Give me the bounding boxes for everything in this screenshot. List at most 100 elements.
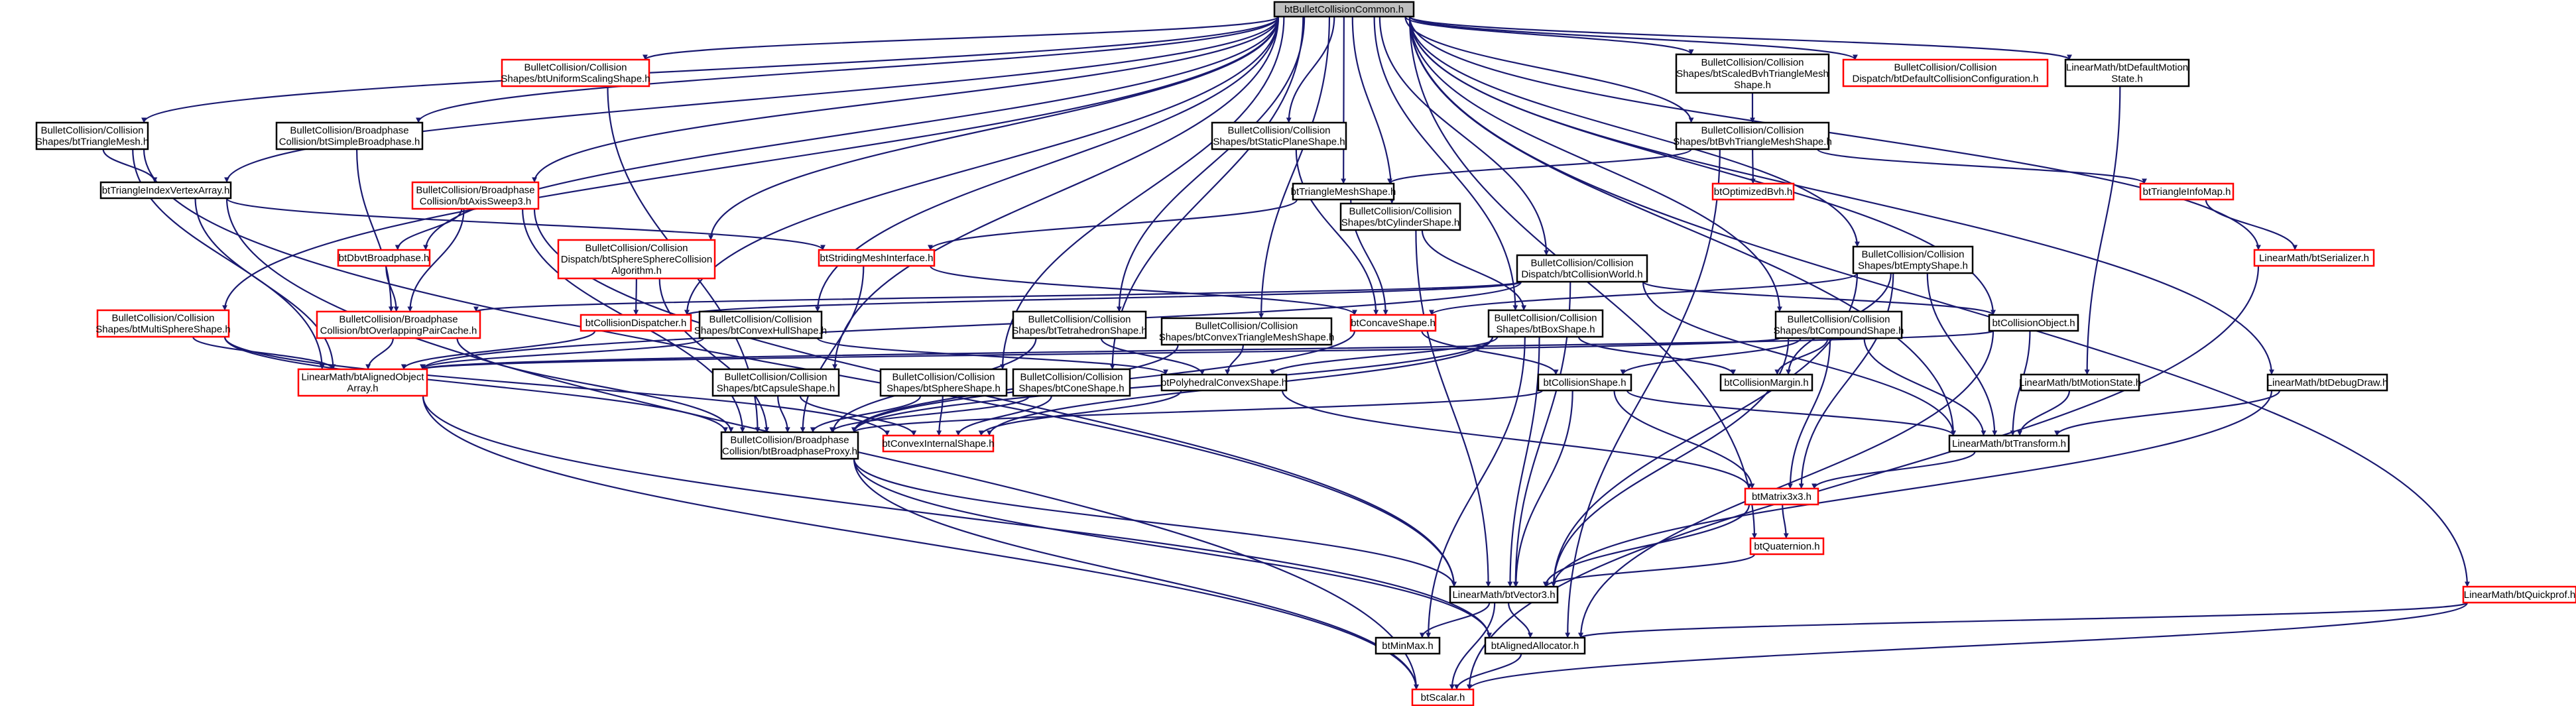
node-box-collmargin	[1719, 373, 1813, 392]
node-label-bvhtrimesh: BulletCollision/Collision	[1701, 125, 1804, 137]
node-dbvtbp: btDbvtBroadphase.h	[337, 249, 431, 267]
node-label-transform: LinearMath/btTransform.h	[1952, 438, 2066, 449]
node-box-coneshape	[1012, 368, 1131, 397]
edge-convexhull-to-polyconvex	[816, 337, 1168, 376]
node-label-motionstate: LinearMath/btMotionState.h	[2019, 377, 2141, 388]
node-box-collworld	[1516, 254, 1648, 283]
node-label-multisphere: BulletCollision/Collision	[111, 313, 214, 324]
node-box-collshape	[1537, 373, 1632, 392]
node-label-polyconvex: btPolyhedralConvexShape.h	[1161, 377, 1287, 388]
node-box-colldispatcher	[580, 314, 692, 332]
node-transform[interactable]: LinearMath/btTransform.h	[1948, 434, 2070, 453]
node-collshape[interactable]: btCollisionShape.h	[1537, 373, 1632, 392]
node-label-alignedalloc: btAlignedAllocator.h	[1491, 640, 1579, 652]
node-axissweep: BulletCollision/BroadphaseCollision/btAx…	[411, 181, 540, 210]
node-box-quaternion	[1749, 537, 1825, 556]
node-vector3[interactable]: LinearMath/btVector3.h	[1449, 585, 1559, 604]
node-tiva[interactable]: btTriangleIndexVertexArray.h	[99, 181, 232, 200]
node-alignedalloc[interactable]: btAlignedAllocator.h	[1484, 636, 1586, 655]
edge-collworld-to-colldispatcher	[684, 280, 1522, 316]
edge-convextrimesh-to-polyconvex	[1225, 344, 1244, 375]
node-cylinder[interactable]: BulletCollision/CollisionShapes/btCylind…	[1339, 202, 1461, 231]
edge-root-to-collworld	[1379, 16, 1550, 256]
node-debugdraw[interactable]: LinearMath/btDebugDraw.h	[2266, 373, 2388, 392]
node-trimesh[interactable]: BulletCollision/CollisionShapes/btTriang…	[35, 121, 149, 150]
edge-vector3-to-alignedalloc	[1507, 602, 1533, 638]
edge-root-to-coneshape	[1109, 16, 1304, 370]
node-box-uniformscaling	[501, 58, 650, 88]
edge-boxshape-to-collmargin	[1577, 336, 1736, 375]
node-coneshape[interactable]: BulletCollision/CollisionShapes/btConeSh…	[1012, 368, 1131, 397]
node-box-convextrimesh	[1160, 317, 1333, 346]
node-box-defaultcollconf	[1842, 58, 2049, 88]
node-layer: btBulletCollisionCommon.hBulletCollision…	[35, 1, 2576, 706]
node-label-bvhtrimesh: Shapes/btBvhTriangleMeshShape.h	[1673, 137, 1832, 148]
node-label-collmargin: btCollisionMargin.h	[1724, 377, 1809, 388]
node-emptyshape[interactable]: BulletCollision/CollisionShapes/btEmptyS…	[1852, 245, 1974, 274]
node-capsule[interactable]: BulletCollision/CollisionShapes/btCapsul…	[711, 368, 840, 397]
node-boxshape[interactable]: BulletCollision/CollisionShapes/btBoxSha…	[1487, 309, 1604, 338]
node-label-axissweep: Collision/btAxisSweep3.h	[420, 196, 531, 207]
node-box-bproxy	[720, 431, 859, 460]
node-collmargin[interactable]: btCollisionMargin.h	[1719, 373, 1813, 392]
node-root[interactable]: btBulletCollisionCommon.h	[1273, 1, 1415, 18]
edge-boxshape-to-minmax	[1426, 336, 1526, 638]
edge-root-to-defaultmotion	[1408, 15, 2072, 61]
edge-polyconvex-to-convexinternal	[978, 390, 1182, 436]
node-box-simplebp	[275, 121, 424, 150]
edge-root-to-tiva	[224, 16, 1280, 183]
edge-spheresphere-to-bproxy	[658, 278, 770, 433]
node-box-minmax	[1375, 636, 1441, 655]
node-collobject[interactable]: btCollisionObject.h	[1988, 314, 2079, 332]
node-staticplane[interactable]: BulletCollision/CollisionShapes/btStatic…	[1211, 121, 1347, 150]
node-convexhull[interactable]: BulletCollision/CollisionShapes/btConvex…	[694, 310, 827, 339]
node-label-uniformscaling: Shapes/btUniformScalingShape.h	[501, 74, 650, 85]
node-box-trimeshshape	[1292, 182, 1395, 201]
node-label-scaledbvh: Shape.h	[1734, 80, 1771, 91]
node-bproxy[interactable]: BulletCollision/BroadphaseCollision/btBr…	[720, 431, 859, 460]
node-convextrimesh[interactable]: BulletCollision/CollisionShapes/btConvex…	[1159, 317, 1335, 346]
node-motionstate[interactable]: LinearMath/btMotionState.h	[2019, 373, 2141, 392]
edge-bvhtrimesh-to-trimeshshape	[1387, 148, 1692, 185]
node-label-spheresphere: Algorithm.h	[611, 265, 662, 276]
edge-matrix3x3-to-quaternion	[1782, 504, 1789, 539]
node-label-root: btBulletCollisionCommon.h	[1284, 4, 1404, 15]
node-box-overlapping	[316, 310, 481, 339]
edge-collshape-to-transform	[1626, 390, 1956, 436]
node-tetrahedron[interactable]: BulletCollision/CollisionShapes/btTetrah…	[1012, 310, 1147, 339]
node-label-simplebp: BulletCollision/Broadphase	[290, 125, 408, 137]
edge-root-to-colldispatcher	[684, 16, 1280, 316]
node-collworld[interactable]: BulletCollision/CollisionDispatch/btColl…	[1516, 254, 1648, 283]
edge-stridingmesh-to-bproxy	[800, 265, 865, 433]
edge-trimesh-to-vector3	[143, 148, 1457, 587]
node-scaledbvh[interactable]: BulletCollision/CollisionShapes/btScaled…	[1675, 53, 1830, 94]
node-box-matrix3x3	[1744, 487, 1819, 506]
node-label-optimizedbvh: btOptimizedBvh.h	[1714, 186, 1792, 198]
node-simplebp[interactable]: BulletCollision/BroadphaseCollision/btSi…	[275, 121, 424, 150]
node-compound[interactable]: BulletCollision/CollisionShapes/btCompou…	[1774, 310, 1904, 339]
edge-sphereshape-to-bproxy	[810, 395, 922, 433]
node-bvhtrimesh[interactable]: BulletCollision/CollisionShapes/btBvhTri…	[1673, 121, 1832, 150]
edge-coneshape-to-bproxy	[829, 395, 1030, 433]
node-box-debugdraw	[2266, 373, 2388, 392]
node-box-defaultmotion	[2064, 58, 2190, 88]
node-polyconvex[interactable]: btPolyhedralConvexShape.h	[1160, 373, 1288, 392]
node-minmax[interactable]: btMinMax.h	[1375, 636, 1441, 655]
node-box-convexinternal	[882, 434, 995, 453]
edge-axissweep-to-dbvtbp	[395, 208, 463, 251]
node-box-alignedalloc	[1484, 636, 1586, 655]
node-sphereshape[interactable]: BulletCollision/CollisionShapes/btSphere…	[879, 368, 1008, 397]
node-trimeshshape[interactable]: btTriangleMeshShape.h	[1291, 182, 1396, 201]
edge-root-to-staticplane	[1286, 16, 1335, 123]
node-label-convexinternal: btConvexInternalShape.h	[882, 438, 994, 449]
node-spheresphere: BulletCollision/CollisionDispatch/btSphe…	[557, 239, 716, 280]
node-concave: btConcaveShape.h	[1349, 314, 1437, 332]
edge-collworld-to-overlapping	[473, 280, 1522, 313]
node-optimizedbvh: btOptimizedBvh.h	[1711, 182, 1795, 201]
node-label-collworld: Dispatch/btCollisionWorld.h	[1521, 269, 1642, 280]
node-label-emptyshape: Shapes/btEmptyShape.h	[1858, 261, 1968, 272]
node-triinfomap: btTriangleInfoMap.h	[2139, 182, 2235, 201]
edge-emptyshape-to-matrix3x3	[1798, 272, 1894, 489]
